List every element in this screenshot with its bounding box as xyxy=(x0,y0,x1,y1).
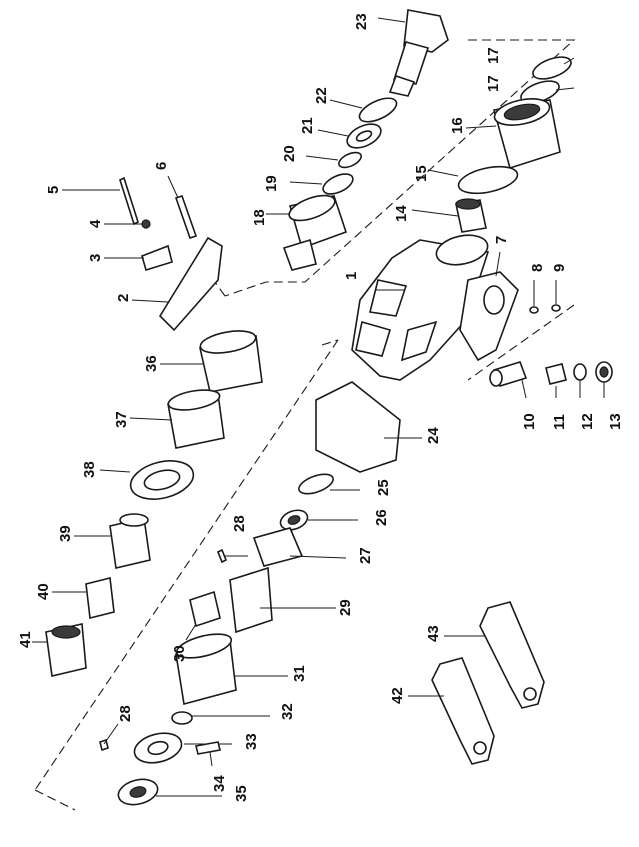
part-8-washer xyxy=(529,280,539,314)
callout-36: 36 xyxy=(143,355,160,372)
part-34-pin xyxy=(195,741,221,767)
callout-41: 41 xyxy=(17,631,34,648)
part-33-end-plate xyxy=(133,732,232,764)
part-16-exhaust-cap xyxy=(465,98,561,170)
callout-26: 26 xyxy=(373,509,390,526)
callout-28: 28 xyxy=(117,705,134,722)
part-38-clamp-ring xyxy=(99,460,195,500)
callout-25: 25 xyxy=(375,479,392,496)
callout-23: 23 xyxy=(353,13,370,30)
callout-43: 43 xyxy=(425,625,442,642)
part-31-cylinder xyxy=(175,633,288,706)
part-32-bearing xyxy=(171,711,270,725)
callout-9: 9 xyxy=(551,264,568,272)
callout-11: 11 xyxy=(551,414,568,430)
part-28-pin-lower xyxy=(99,723,119,752)
callout-40: 40 xyxy=(35,583,52,600)
part-20-o-ring xyxy=(305,151,362,169)
callout-13: 13 xyxy=(607,413,624,430)
part-25-washer xyxy=(298,473,360,495)
callout-22: 22 xyxy=(313,87,330,104)
part-26-bearing xyxy=(279,509,358,531)
callout-19: 19 xyxy=(263,175,280,192)
part-11-spring xyxy=(545,363,567,398)
part-22-washer xyxy=(329,97,398,123)
part-14-throttle-valve xyxy=(411,198,487,233)
part-37-ratchet-ring xyxy=(129,389,225,449)
part-7-lever xyxy=(459,251,519,362)
callout-35: 35 xyxy=(233,785,250,802)
callout-17: 17 xyxy=(485,75,502,92)
callout-32: 32 xyxy=(279,703,296,720)
callout-2: 2 xyxy=(115,294,132,302)
callout-31: 31 xyxy=(291,665,308,682)
callout-29: 29 xyxy=(337,599,354,616)
part-13-valve-cap xyxy=(595,361,613,398)
callout-4: 4 xyxy=(87,219,104,228)
callout-30: 30 xyxy=(171,645,188,662)
part-41-collet-nut xyxy=(32,623,87,677)
part-1-housing xyxy=(351,234,490,381)
part-9-pin xyxy=(551,280,561,312)
part-29-rotor xyxy=(229,566,336,634)
part-2-throttle-lever xyxy=(131,236,223,332)
callout-24: 24 xyxy=(425,427,442,444)
assembly-dashed-lines xyxy=(34,39,576,811)
part-40-collet xyxy=(52,577,115,619)
callout-37: 37 xyxy=(113,411,130,428)
callout-28: 28 xyxy=(231,515,248,532)
part-12-o-ring xyxy=(573,363,587,398)
callout-42: 42 xyxy=(389,687,406,704)
callout-39: 39 xyxy=(57,525,74,542)
callout-7: 7 xyxy=(493,236,510,244)
callout-12: 12 xyxy=(579,413,596,430)
callout-16: 16 xyxy=(449,117,466,134)
part-4-spring xyxy=(104,219,151,229)
callout-5: 5 xyxy=(45,186,62,194)
part-43-wrench xyxy=(444,601,545,709)
part-23-air-inlet xyxy=(377,9,449,97)
part-3-lever-clip xyxy=(104,244,173,272)
callout-21: 21 xyxy=(299,117,316,134)
part-6-rivet xyxy=(167,175,198,240)
part-10-valve-stem xyxy=(489,361,528,399)
part-30-blade xyxy=(185,590,221,641)
part-28-pin-upper xyxy=(216,548,248,564)
callout-38: 38 xyxy=(81,461,98,478)
callout-34: 34 xyxy=(211,775,228,792)
part-35-bearing xyxy=(117,778,222,806)
callout-18: 18 xyxy=(251,209,268,226)
part-39-spindle xyxy=(74,513,151,569)
part-36-ring-nut xyxy=(160,330,263,393)
callout-33: 33 xyxy=(243,733,260,750)
part-21-nut xyxy=(317,123,382,149)
callout-14: 14 xyxy=(393,205,410,222)
callout-1: 1 xyxy=(343,272,360,280)
callout-6: 6 xyxy=(153,162,170,170)
callout-15: 15 xyxy=(413,165,430,182)
part-18-valve-body xyxy=(266,194,348,271)
part-15-o-ring xyxy=(427,165,519,195)
part-5-pin xyxy=(62,176,139,226)
part-17-o-ring-top xyxy=(532,56,575,80)
callout-20: 20 xyxy=(281,145,298,162)
callout-27: 27 xyxy=(357,547,374,564)
callout-8: 8 xyxy=(529,264,546,272)
callout-3: 3 xyxy=(87,254,104,262)
callout-17: 17 xyxy=(485,47,502,64)
part-27-rotor-plate xyxy=(252,527,347,567)
part-42-wrench xyxy=(408,657,495,765)
part-19-spring-clip xyxy=(289,173,354,195)
part-24-housing-cover xyxy=(315,381,422,473)
callout-10: 10 xyxy=(521,413,538,430)
